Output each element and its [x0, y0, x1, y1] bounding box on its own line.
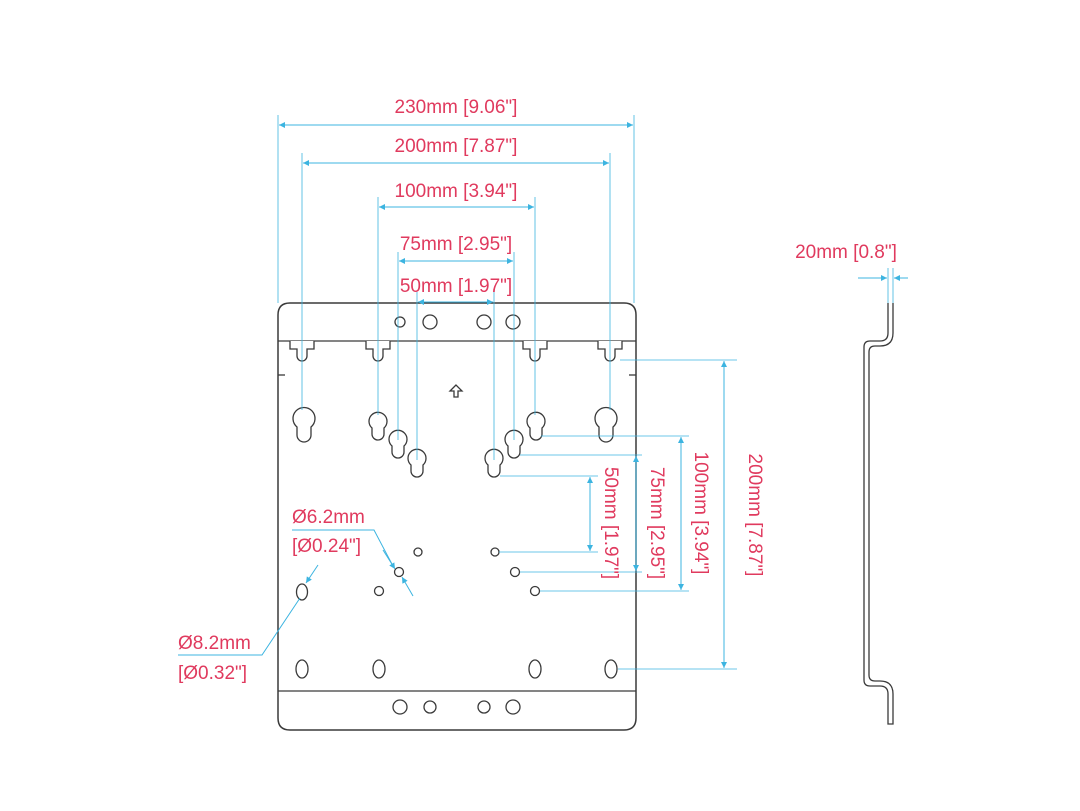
keyhole-200 [292, 406, 316, 443]
leader-arrow [305, 564, 319, 584]
label-width-100: 100mm [3.94"] [395, 181, 518, 202]
oval-hole [528, 659, 542, 679]
oval-hole [372, 659, 386, 679]
leader-arrow [401, 576, 414, 597]
keyhole-200 [594, 406, 618, 443]
label-height-75: 75mm [2.95"] [646, 467, 667, 579]
label-hole-small-mm: Ø6.2mm [292, 507, 365, 528]
hole-50 [413, 547, 423, 557]
hole-100 [529, 585, 541, 597]
label-width-75: 75mm [2.95"] [400, 234, 512, 255]
flange-hole [505, 699, 521, 715]
oval-hole [295, 659, 309, 679]
flange-hole [477, 700, 491, 714]
plate-side-view: 20mm [0.8"] [795, 242, 908, 725]
round-holes [373, 547, 541, 597]
label-depth-20: 20mm [0.8"] [795, 242, 897, 263]
keyhole-75 [388, 429, 408, 459]
keyhole-75 [504, 429, 524, 459]
keyhole-100 [368, 411, 388, 441]
flange-hole [392, 699, 408, 715]
top-flange-holes [394, 314, 521, 330]
label-width-200: 200mm [7.87"] [395, 136, 518, 157]
label-width-50: 50mm [1.97"] [400, 276, 512, 297]
oval-holes [295, 583, 618, 679]
hole-75 [393, 566, 405, 578]
label-height-50: 50mm [1.97"] [600, 467, 621, 579]
label-hole-small-in: [Ø0.24"] [292, 536, 361, 557]
keyhole-50 [407, 448, 427, 478]
flange-hole [394, 316, 406, 328]
keyhole-50 [484, 448, 504, 478]
flange-hole [422, 314, 438, 330]
horizontal-dimensions: 230mm [9.06"] 200mm [7.87"] 100mm [3.94"… [277, 97, 635, 460]
side-profile [863, 303, 894, 725]
flange-hole [505, 314, 521, 330]
leader-arrow [382, 549, 396, 570]
flange-hole [423, 700, 437, 714]
hole-100 [373, 585, 385, 597]
leader-small [292, 529, 394, 567]
leader-large [178, 597, 301, 656]
oval-hole [604, 659, 618, 679]
label-width-230: 230mm [9.06"] [395, 97, 518, 118]
keyhole-slots [292, 406, 618, 478]
label-height-100: 100mm [3.94"] [690, 452, 711, 575]
hole-callouts: Ø6.2mm [Ø0.24"] Ø8.2mm [Ø0.32"] [178, 507, 414, 684]
hole-50 [490, 547, 500, 557]
plate-outline [277, 302, 637, 731]
label-hole-large-mm: Ø8.2mm [178, 633, 251, 654]
bottom-flange-holes [392, 699, 521, 715]
oval-hole [295, 583, 309, 601]
hole-75 [509, 566, 521, 578]
up-arrow-icon [448, 384, 464, 398]
vertical-dimensions: 50mm [1.97"] 75mm [2.95"] 100mm [3.94"] … [499, 359, 765, 670]
label-hole-large-in: [Ø0.32"] [178, 663, 247, 684]
label-height-200: 200mm [7.87"] [744, 454, 765, 577]
keyhole-100 [526, 411, 546, 441]
flange-hole [476, 314, 492, 330]
